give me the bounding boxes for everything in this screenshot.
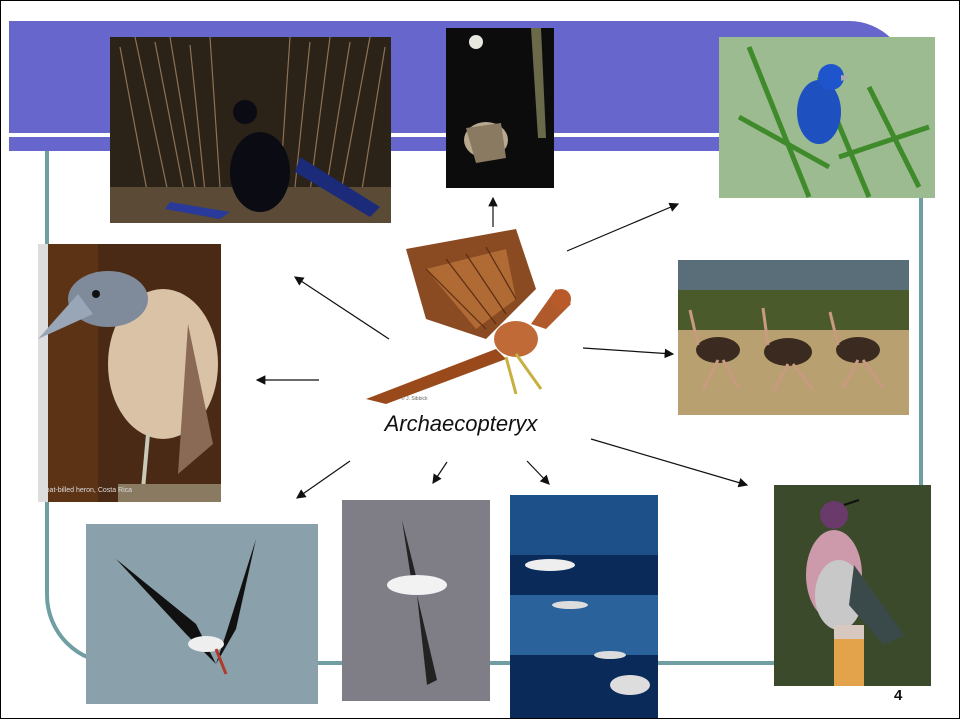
hummingbird-photo [774, 485, 931, 686]
heron-photo-caption: Boat-billed heron, Costa Rica [41, 487, 132, 494]
illustration-credit: © J. Sibbick [401, 396, 427, 402]
owl-photo [446, 28, 554, 188]
skimmer-photo [86, 524, 318, 704]
albatross-photo [342, 500, 490, 701]
archaeopteryx-illustration [366, 229, 581, 404]
bowerbird-photo [110, 37, 391, 223]
center-label: Archaecopteryx [371, 411, 551, 437]
indigo-bunting-photo [719, 37, 935, 198]
penguins-underwater-photo [510, 495, 658, 719]
ostriches-photo [678, 260, 909, 415]
boat-billed-heron-photo [38, 244, 221, 502]
page-number: 4 [894, 687, 902, 704]
